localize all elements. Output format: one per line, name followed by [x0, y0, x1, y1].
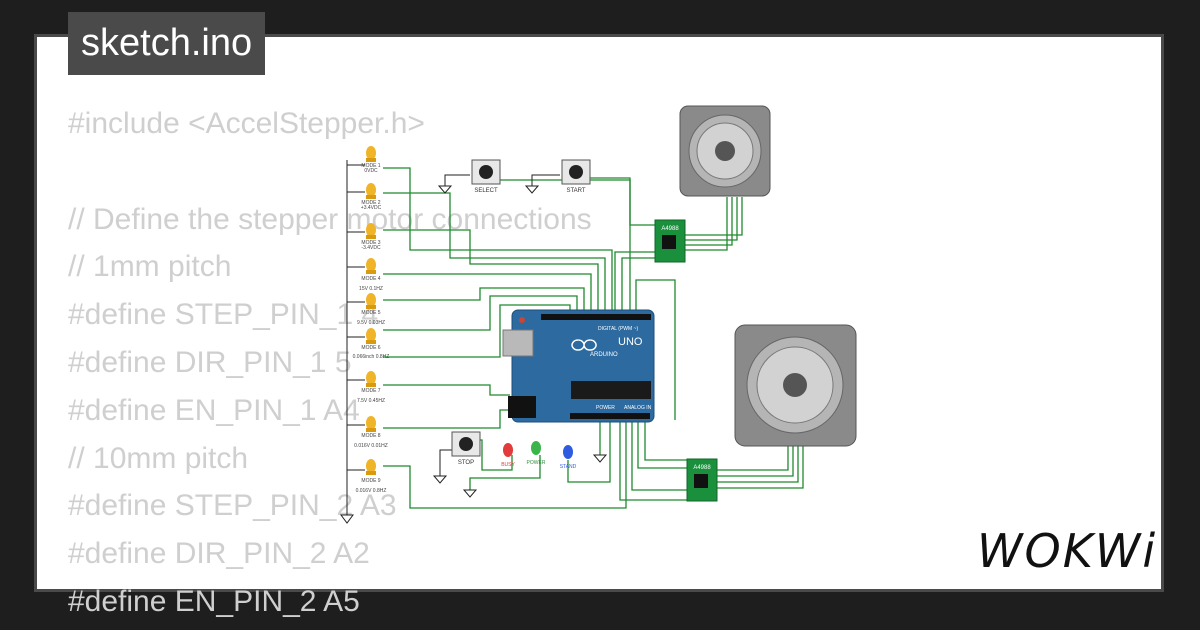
busy-led-label: BUSY — [501, 462, 515, 468]
arduino-brand-label: ARDUINO — [590, 352, 618, 358]
mode-led-5-title: MODE 5 — [361, 310, 380, 316]
mode-led-6-title: MODE 6 — [361, 345, 380, 351]
power-led-label: POWER — [527, 460, 546, 466]
wires — [383, 167, 804, 509]
mode-led-8-title: MODE 8 — [361, 433, 380, 439]
arduino-model-label: UNO — [618, 336, 643, 348]
mode-led-6[interactable]: MODE 6 0.066inch 0.8HZ — [353, 328, 390, 360]
code-line: #define EN_PIN_2 A5 — [68, 584, 360, 618]
a4988-driver-2[interactable]: A4988 — [686, 458, 718, 502]
mode-led-9[interactable]: MODE 9 0.016V 0.8HZ — [356, 459, 387, 494]
mode-led-7-sub: 7.5V 0.45HZ — [357, 398, 385, 404]
mode-led-2-sub: +3.4VDC — [361, 205, 382, 211]
mode-led-1-title: MODE 1 — [361, 163, 380, 169]
code-line: #define STEP_PIN_1 4 — [68, 298, 379, 332]
mode-led-5-sub: 9.5V 0.03HZ — [357, 320, 385, 326]
mode-led-3-title: MODE 3 — [361, 240, 380, 246]
mode-led-1-sub: 0VDC — [364, 168, 378, 174]
mode-led-3-sub: -3.4VDC — [361, 245, 381, 251]
mode-led-8-sub: 0.016V 0.01HZ — [354, 443, 388, 449]
code-line: #define DIR_PIN_2 A2 — [68, 537, 370, 571]
code-line: // 1mm pitch — [68, 250, 232, 284]
mode-led-7[interactable]: MODE 7 7.5V 0.45HZ — [357, 371, 385, 404]
mode-led-6-sub: 0.066inch 0.8HZ — [353, 354, 390, 360]
busy-led[interactable]: BUSY — [501, 443, 515, 468]
wokwi-logo-text: WOKWi — [977, 524, 1158, 578]
code-line: #define STEP_PIN_2 A3 — [68, 489, 397, 523]
stop-button[interactable]: STOP — [451, 431, 481, 466]
mode-led-2[interactable]: MODE 2+3.4VDC — [361, 183, 382, 211]
code-line: #define DIR_PIN_1 5 — [68, 345, 352, 379]
mode-led-4-title: MODE 4 — [361, 276, 380, 282]
stand-led[interactable]: STAND — [560, 445, 577, 470]
mode-led-8[interactable]: MODE 8 0.016V 0.01HZ — [354, 416, 388, 449]
code-line: #define EN_PIN_1 A4 — [68, 393, 360, 427]
wokwi-logo: WOKWi — [977, 524, 1157, 578]
mode-led-9-title: MODE 9 — [361, 478, 380, 484]
driver-2-label: A4988 — [693, 465, 711, 471]
arduino-analog-label: ANALOG IN — [624, 405, 652, 411]
stepper-motor-1[interactable] — [679, 105, 771, 197]
mode-led-2-title: MODE 2 — [361, 200, 380, 206]
mode-led-9-sub: 0.016V 0.8HZ — [356, 488, 387, 494]
stepper-motor-2[interactable] — [734, 324, 857, 447]
file-tab[interactable]: sketch.ino — [68, 12, 266, 75]
start-button[interactable]: START — [561, 159, 591, 194]
start-button-label: START — [566, 188, 585, 194]
mode-led-4-sub: 15V 0.1HZ — [359, 286, 383, 292]
stop-button-label: STOP — [458, 460, 474, 466]
mode-led-7-title: MODE 7 — [361, 388, 380, 394]
status-leds: BUSY POWER STAND — [501, 441, 577, 470]
driver-1-label: A4988 — [661, 226, 679, 232]
stand-led-label: STAND — [560, 464, 577, 470]
mode-led-4[interactable]: MODE 4 15V 0.1HZ — [359, 258, 383, 292]
code-line: #include <AccelStepper.h> — [68, 107, 425, 140]
code-line: // 10mm pitch — [68, 441, 249, 475]
arduino-digital-label: DIGITAL (PWM ~) — [598, 326, 638, 332]
a4988-driver-1[interactable]: A4988 — [654, 219, 686, 263]
select-button-label: SELECT — [474, 188, 498, 194]
mode-led-3[interactable]: MODE 3-3.4VDC — [361, 223, 381, 251]
select-button[interactable]: SELECT — [471, 159, 501, 194]
arduino-power-label: POWER — [596, 405, 615, 411]
arduino-uno-board[interactable]: UNO ARDUINO DIGITAL (PWM ~) POWER ANALOG… — [502, 309, 655, 423]
power-led[interactable]: POWER — [527, 441, 546, 466]
mode-led-5[interactable]: MODE 5 9.5V 0.03HZ — [357, 293, 385, 326]
ground-bus — [340, 160, 608, 524]
arduino-logo-icon — [571, 339, 597, 351]
